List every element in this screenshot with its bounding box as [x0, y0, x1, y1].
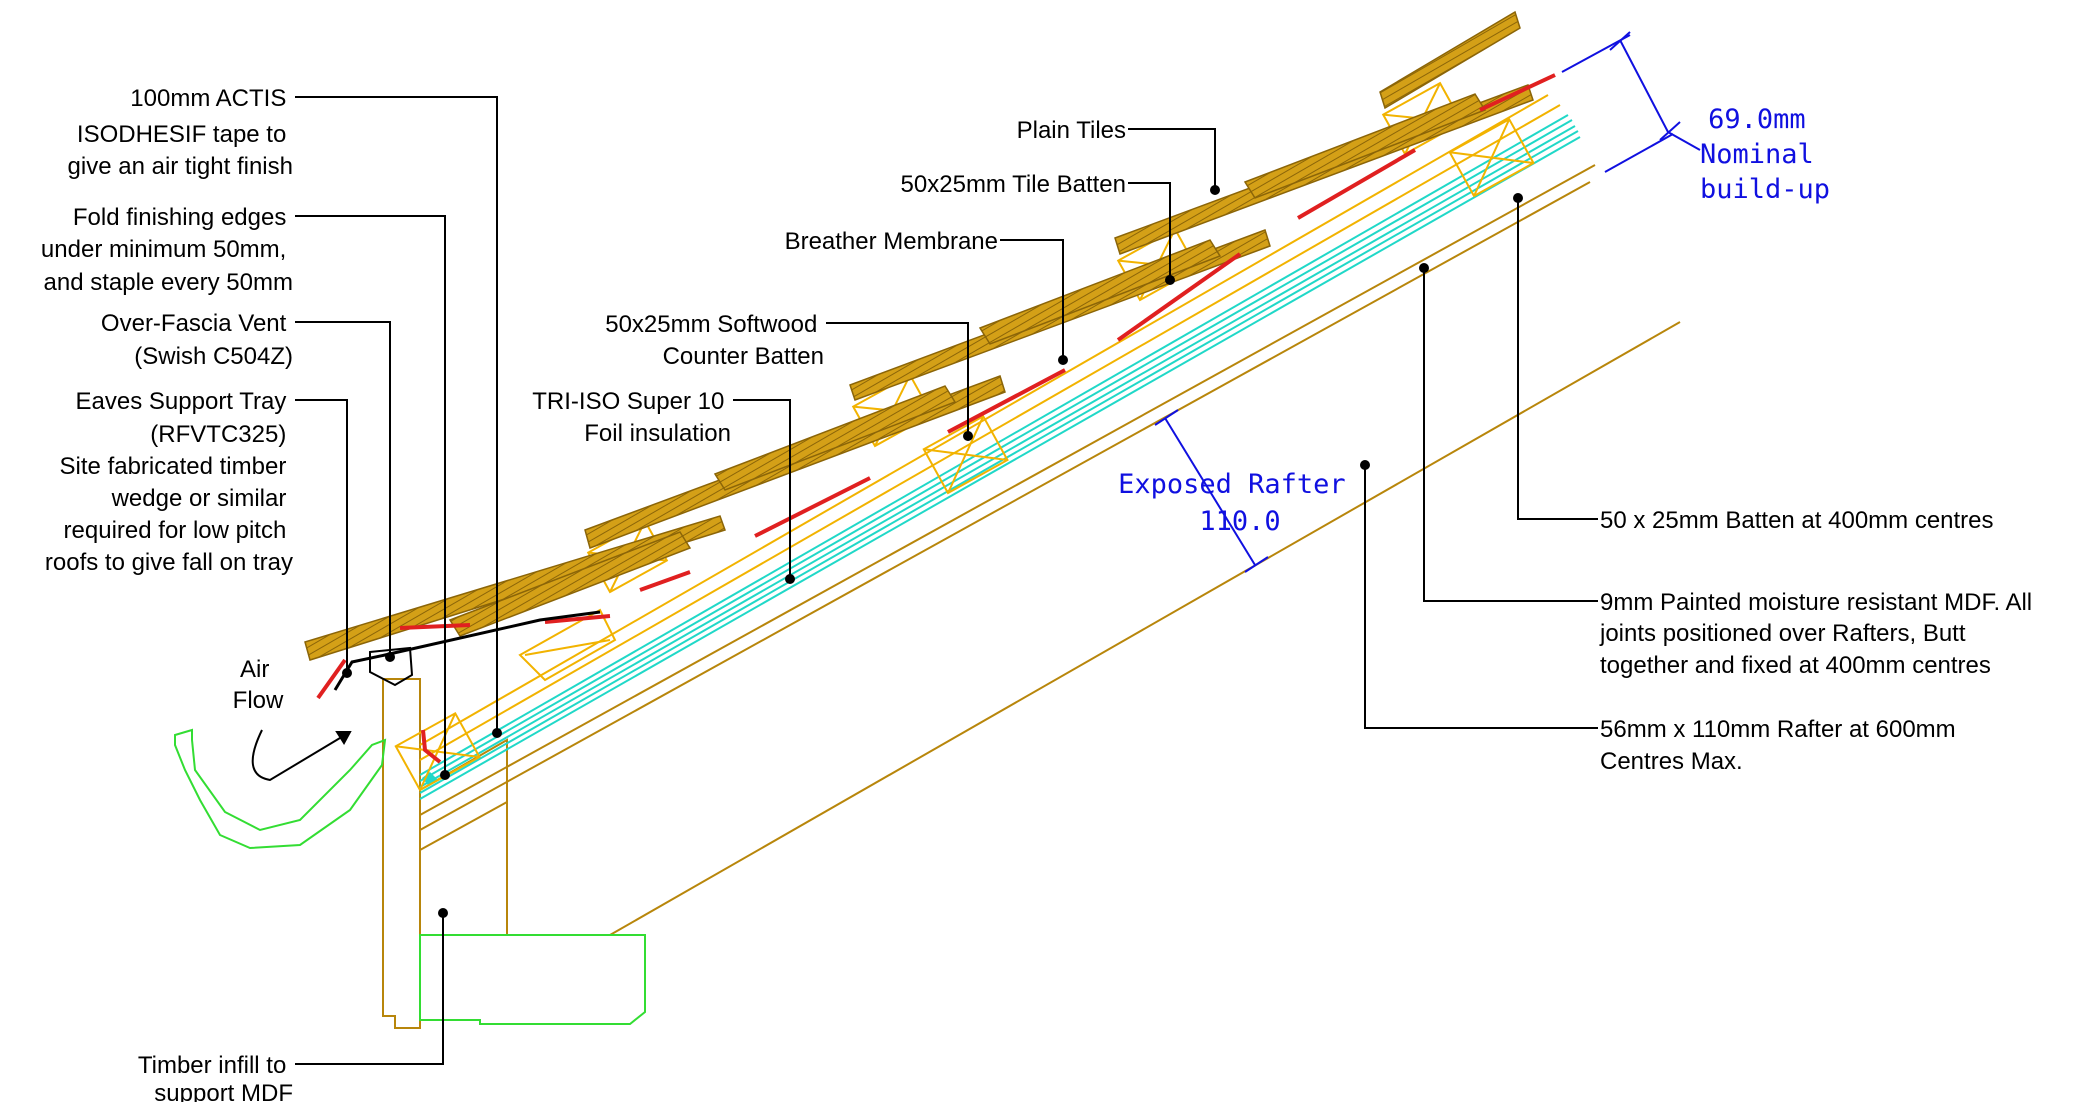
over-fascia-vent: [369, 646, 414, 687]
actis-label: 100mm ACTIS ISODHESIF tape to give an ai…: [68, 85, 293, 180]
airflow-label: Air Flow: [233, 656, 284, 714]
leader-triiso: [733, 399, 791, 579]
rafter-bottom-line: [609, 321, 1681, 936]
mdf-label: 9mm Painted moisture resistant MDF. All …: [1599, 589, 2039, 679]
insulation-layers: [419, 114, 1581, 800]
exposed-rafter-dimension: Exposed Rafter 110.0: [1118, 469, 1362, 537]
fold-label: Fold finishing edges under minimum 50mm,…: [41, 204, 293, 296]
buildup-dim-line: [1619, 39, 1669, 133]
buildup-leader: [1667, 131, 1701, 151]
rafter-top-line: [419, 164, 1596, 816]
leader-airflow: [251, 729, 351, 782]
leader-mdf: [1423, 268, 1598, 602]
tray-label: Eaves Support Tray (RFVTC325) Site fabri…: [45, 388, 293, 576]
leader-counter-batten: [826, 322, 969, 436]
leader-lines: [251, 96, 1598, 1065]
leader-dots: [342, 185, 1523, 918]
breather-label: Breather Membrane: [785, 228, 998, 255]
sheathing-line: [419, 104, 1561, 761]
rafter-label: 56mm x 110mm Rafter at 600mm Centres Max…: [1600, 716, 1962, 775]
exposed-dim-line: [1164, 417, 1256, 566]
fascia-board: [382, 678, 421, 1029]
timber-infill-label: Timber infill to support MDF: [138, 1052, 293, 1102]
plain-tiles: [304, 10, 1534, 661]
leader-fold: [295, 215, 446, 775]
leader-tray: [295, 399, 348, 673]
dimension-annotations: [1154, 31, 1701, 573]
leader-breather: [1000, 239, 1064, 360]
plain-tiles-label: Plain Tiles: [1017, 117, 1126, 144]
buildup-ext-bottom: [1604, 133, 1674, 173]
buildup-dimension: 69.0mm Nominal build-up: [1700, 104, 1830, 205]
vent-label: Over-Fascia Vent (Swish C504Z): [101, 310, 293, 370]
tile-batten-label: 50x25mm Tile Batten: [901, 171, 1126, 198]
leader-vent: [295, 321, 391, 657]
leader-rafter: [1364, 465, 1598, 729]
leader-batten-centres: [1517, 198, 1598, 520]
counter-battens: [394, 117, 1535, 792]
rafter-end-line: [419, 801, 508, 851]
leader-timber-infill: [295, 913, 444, 1065]
leader-tile-batten: [1128, 182, 1171, 280]
triiso-label: TRI-ISO Super 10 Foil insulation: [532, 388, 731, 447]
leader-actis: [295, 96, 498, 733]
leader-plain-tiles: [1128, 128, 1216, 190]
batten-centres-label: 50 x 25mm Batten at 400mm centres: [1600, 507, 1994, 534]
wall-plate: [419, 934, 646, 1025]
gutter: [174, 728, 387, 850]
counter-batten-label: 50x25mm Softwood Counter Batten: [605, 311, 824, 370]
roof-structure: [174, 10, 1681, 1029]
membrane-line: [419, 94, 1549, 746]
rafter-mdf-line: [419, 181, 1591, 831]
annotation-text: 100mm ACTIS ISODHESIF tape to give an ai…: [41, 85, 2039, 1107]
